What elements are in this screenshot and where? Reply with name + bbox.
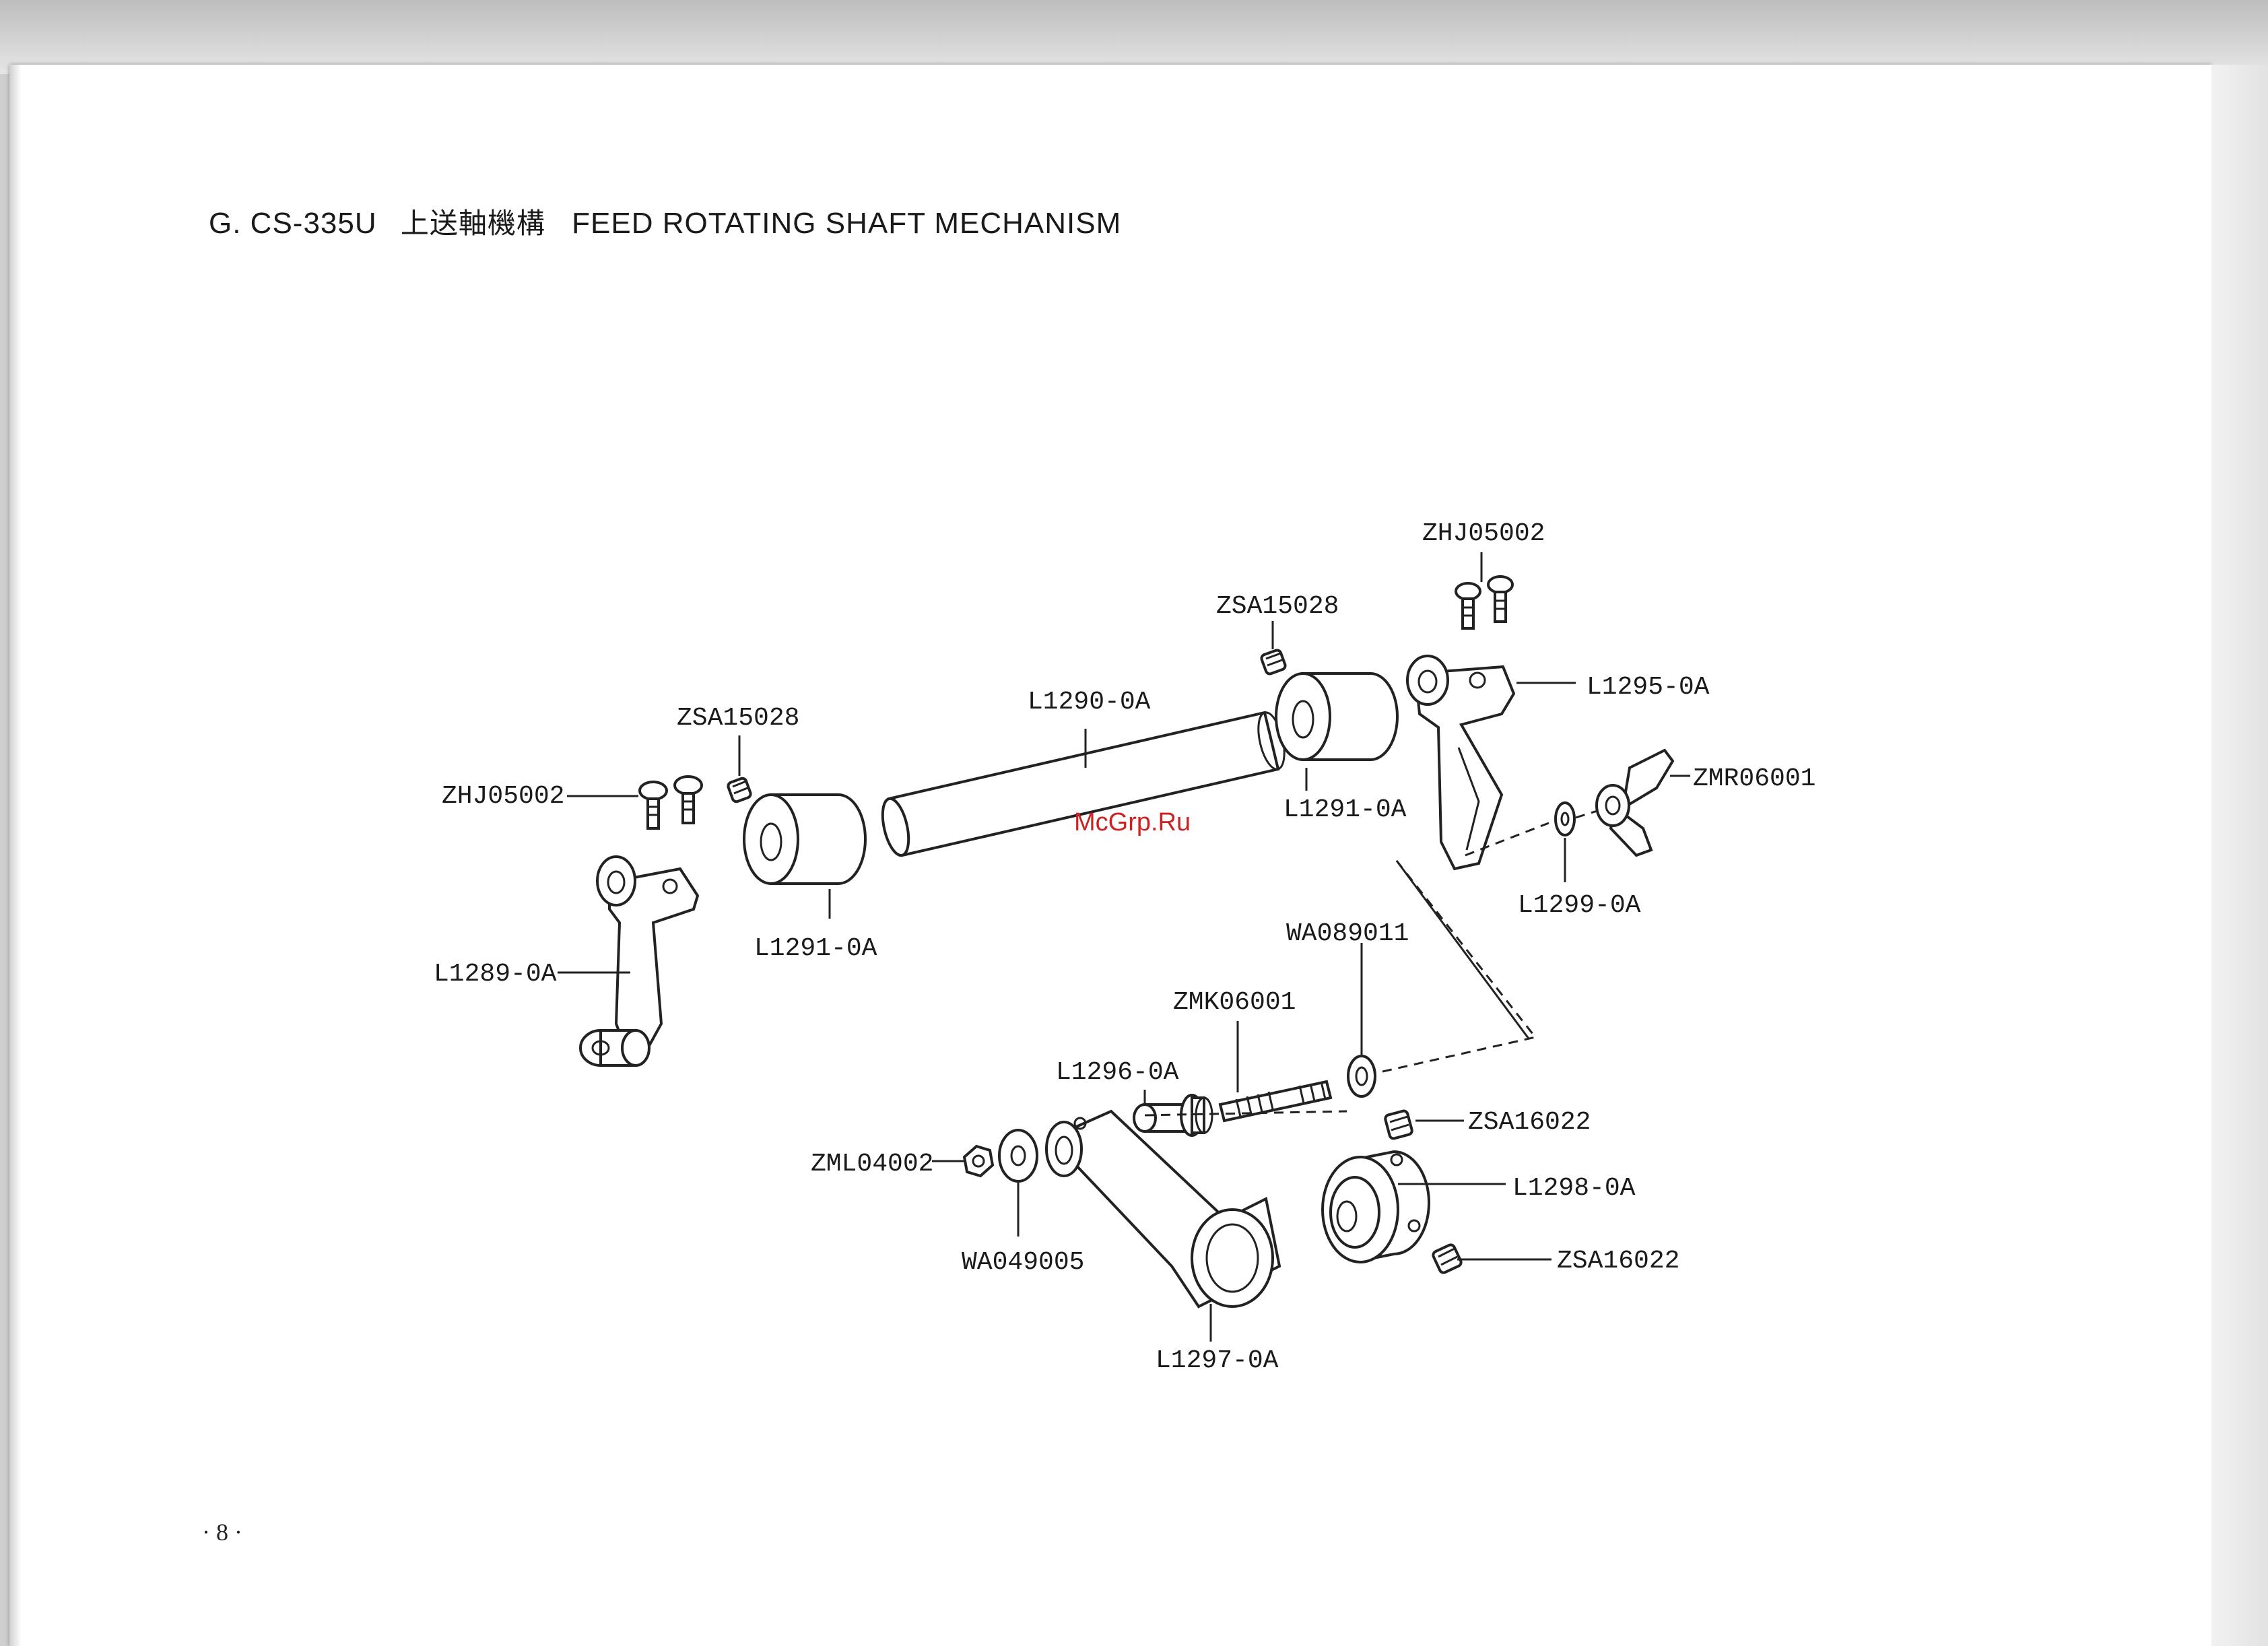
label-wa089011: WA089011 <box>1286 919 1409 948</box>
label-zml04002: ZML04002 <box>811 1150 933 1179</box>
page-number: · 8 · <box>202 1518 242 1546</box>
assembly-line-diagonal-b <box>1374 861 1535 1074</box>
label-zsa15028-top: ZSA15028 <box>1216 592 1339 621</box>
screws-left-pair <box>640 777 702 828</box>
wing-nut <box>1597 750 1673 855</box>
bushing-right <box>1276 673 1397 760</box>
hex-nut <box>964 1146 993 1176</box>
leader-lines <box>558 552 1690 1342</box>
label-l1297: L1297-0A <box>1156 1346 1279 1375</box>
label-l1290: L1290-0A <box>1028 688 1151 717</box>
screws-right-pair <box>1456 577 1512 628</box>
bushing-left <box>744 795 865 884</box>
label-zmk06001: ZMK06001 <box>1173 988 1296 1017</box>
label-l1298: L1298-0A <box>1512 1174 1636 1203</box>
washer-large <box>999 1130 1037 1181</box>
label-zsa15028-left: ZSA15028 <box>677 704 799 733</box>
collar <box>1323 1152 1429 1262</box>
crank-lower <box>1046 1111 1279 1307</box>
arm-right <box>1407 656 1514 869</box>
label-zsa16022-mid: ZSA16022 <box>1468 1108 1591 1137</box>
label-l1295: L1295-0A <box>1587 673 1710 702</box>
set-screw-middle <box>1385 1110 1413 1140</box>
set-screw-left <box>727 777 752 803</box>
label-l1296: L1296-0A <box>1056 1058 1179 1087</box>
label-l1291-left: L1291-0A <box>754 934 877 963</box>
label-zhj05002-right: ZHJ05002 <box>1422 519 1545 548</box>
label-zsa16022-lower: ZSA16022 <box>1557 1247 1679 1276</box>
washer-medium <box>1348 1056 1375 1096</box>
label-wa049005: WA049005 <box>962 1248 1084 1277</box>
label-zhj05002-left: ZHJ05002 <box>442 782 564 811</box>
crank-left <box>580 857 698 1065</box>
washer-small <box>1556 803 1574 835</box>
watermark-text: McGrp.Ru <box>1074 808 1191 837</box>
label-l1299: L1299-0A <box>1518 891 1641 920</box>
label-l1291-right: L1291-0A <box>1283 795 1407 824</box>
label-l1289: L1289-0A <box>434 960 557 989</box>
set-screw-top <box>1261 649 1286 675</box>
label-zmr06001: ZMR06001 <box>1693 764 1815 793</box>
